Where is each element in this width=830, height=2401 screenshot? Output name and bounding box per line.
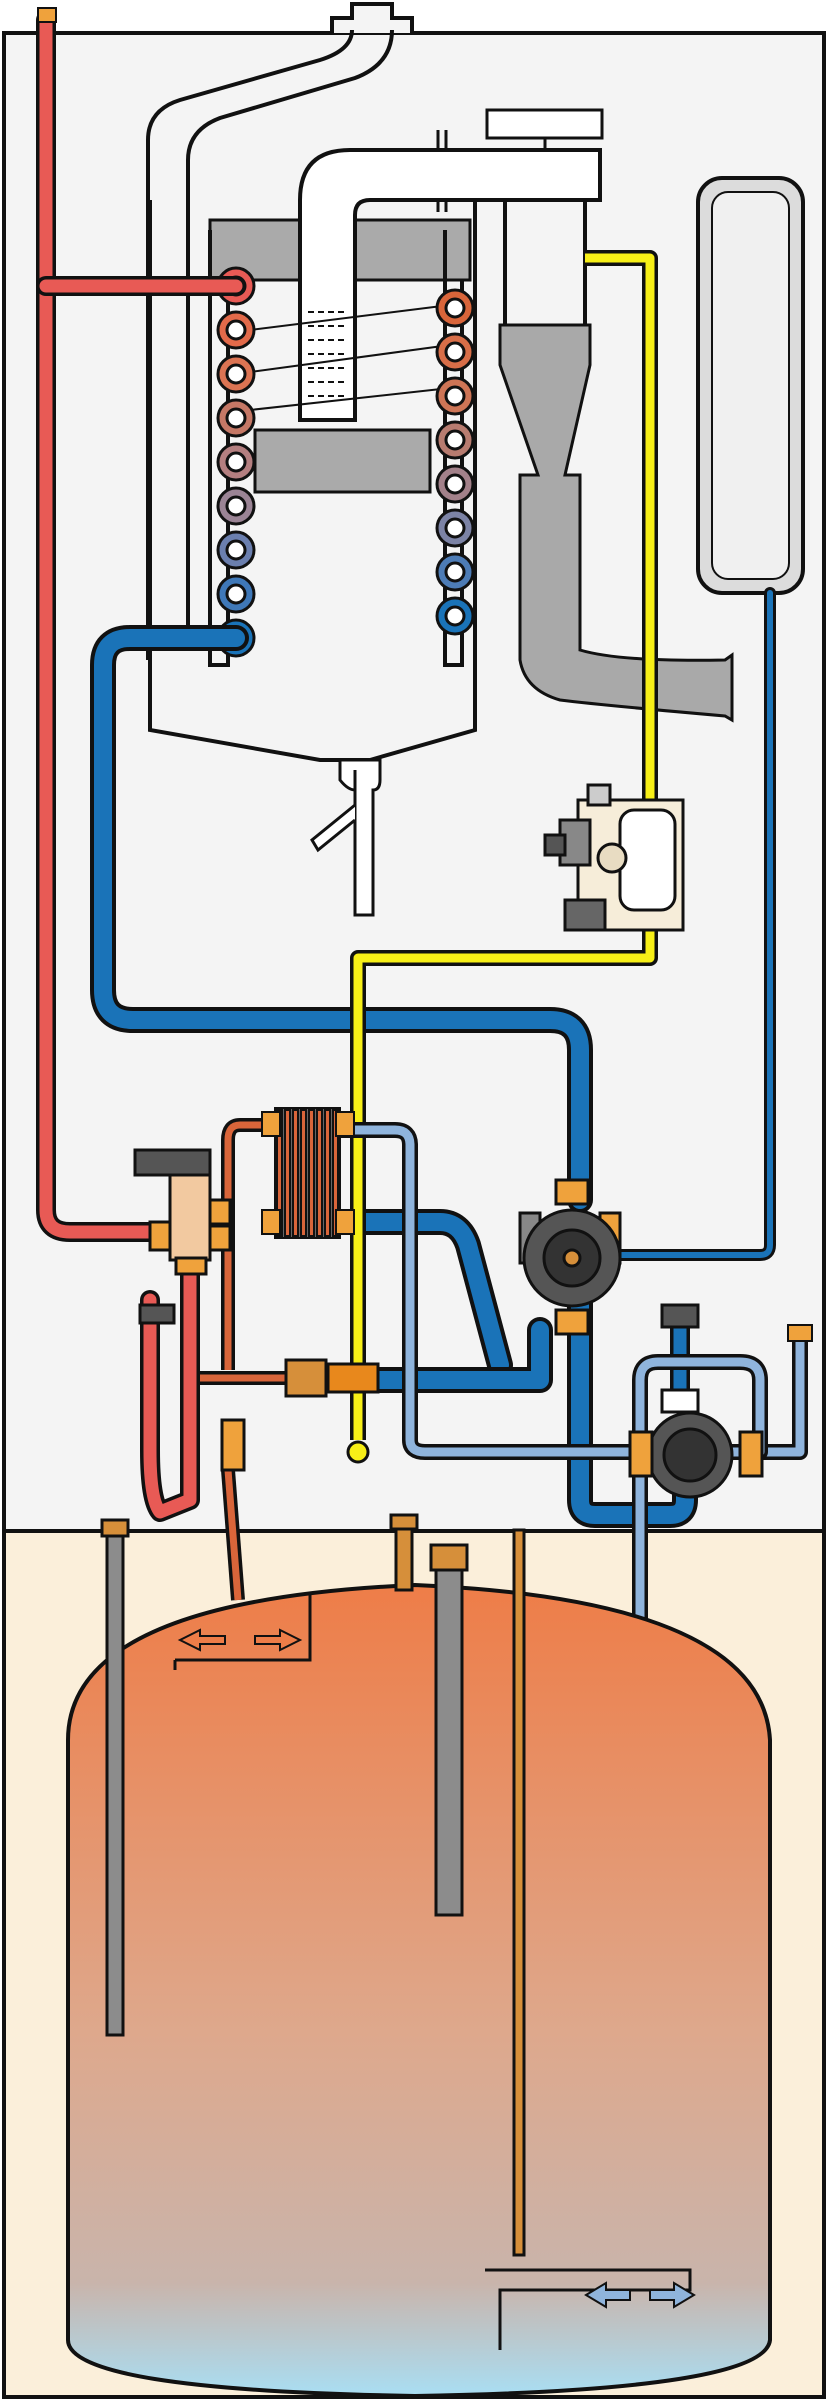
- gas-valve-icon: [543, 783, 685, 932]
- burner-fan-icon: [498, 323, 734, 723]
- circulation-pump-icon: [518, 1178, 622, 1336]
- domestic-hot-pipe: [200, 1118, 300, 1601]
- flue-duct: [298, 108, 604, 422]
- tank-probes: [100, 1513, 526, 2257]
- diverter-valve-icon: [133, 1148, 232, 1325]
- coil-wires: [249, 304, 451, 411]
- flow-sensor: [220, 1358, 380, 1472]
- heating-return-pipe: [90, 587, 776, 1528]
- dhw-pump-icon: [628, 1303, 764, 1499]
- cold-inlet-cap: [787, 1324, 813, 1342]
- heat-exchanger-coil-right-icon: [435, 288, 475, 636]
- gas-inlet-cap: [346, 1440, 370, 1464]
- expansion-vessel-icon: [696, 176, 805, 595]
- storage-tank-icon: [66, 1582, 772, 2399]
- hot-supply-cap: [37, 7, 57, 23]
- flow-arrow-icon: [177, 1628, 696, 2309]
- hot-supply-pipe: [36, 10, 246, 1522]
- flue-icon: [146, 2, 414, 660]
- plate-heat-exchanger-icon: [261, 1107, 355, 1239]
- condensate-trap: [310, 758, 382, 917]
- heat-exchanger-coil-icon: [216, 266, 256, 658]
